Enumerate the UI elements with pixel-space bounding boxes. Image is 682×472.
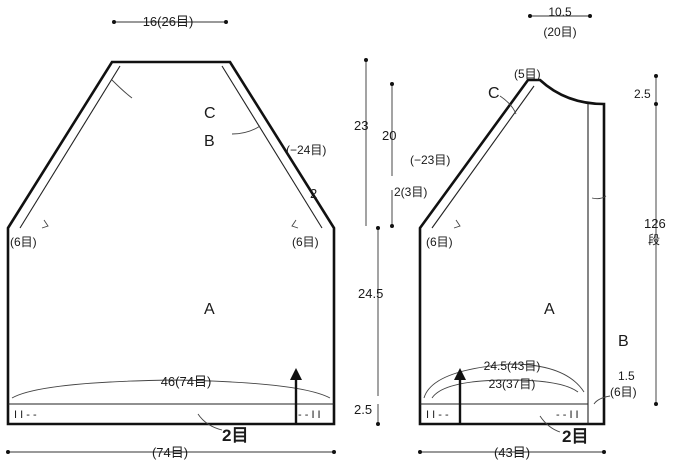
body-hem-count: 46(74目): [161, 374, 212, 389]
body-raglan-inner: 20: [382, 128, 396, 143]
front-inner-count-1: 24.5(43目): [484, 359, 541, 373]
body-width-top: 16(26目): [143, 14, 194, 29]
right-raglan-band: [221, 65, 323, 229]
marker-left: [41, 219, 49, 229]
front-label-c: C: [488, 85, 500, 102]
body-raglan-shaping: (−24目): [286, 143, 326, 157]
front-label-b: B: [618, 333, 629, 350]
front-pickup-leader: [539, 415, 561, 433]
body-raglan-height: 23: [354, 118, 368, 133]
front-hem-arc-2: [431, 379, 579, 399]
body-label-b: B: [204, 133, 215, 150]
front-outline: [418, 78, 606, 426]
body-label-c: C: [204, 105, 216, 122]
front-width-top: 10.5: [548, 5, 572, 19]
front-band-leader: [591, 195, 607, 200]
raglan-leader-b: [231, 125, 261, 135]
front-hem-arc-1: [423, 363, 585, 399]
body-ribbing-left: I I - -: [14, 409, 37, 421]
body-piece: 16(26目) C B (−24目) 2 (6目) (6目) A 46(74目)…: [6, 14, 427, 460]
body-underarm-right: (6目): [292, 235, 319, 249]
front-raglan-shaping: (−23目): [410, 153, 450, 167]
front-label-a: A: [544, 301, 555, 318]
front-band-height: 1.5: [618, 369, 635, 383]
pickup-leader: [197, 413, 223, 431]
front-raglan-band: [431, 85, 535, 229]
front-underarm: (6目): [426, 235, 453, 249]
body-ribbing-right: - - I I: [298, 409, 321, 421]
front-rows-count: 126: [644, 216, 666, 231]
front-rows-unit: 段: [648, 232, 660, 247]
front-width-bottom: (43目): [494, 445, 530, 460]
raglan-leader-left: [111, 79, 133, 99]
left-raglan-band: [19, 65, 121, 229]
front-top-margin: 2.5: [634, 87, 651, 101]
body-width-bottom: (74目): [152, 445, 188, 460]
front-width-top-stitches: (20目): [543, 25, 576, 39]
front-band-arc: [593, 395, 611, 405]
marker-right: [291, 219, 299, 229]
front-ribbing-left: I I - -: [426, 409, 449, 421]
front-neck-stitches: (5目): [514, 67, 541, 81]
front-marker: [453, 219, 461, 229]
front-ribbing-right: - - I I: [556, 409, 579, 421]
body-hem-height: 2.5: [354, 402, 372, 417]
body-label-a: A: [204, 301, 215, 318]
body-margin-top: 2: [310, 186, 317, 201]
body-underarm-left: (6目): [10, 235, 37, 249]
front-band-stitches: (6目): [610, 385, 637, 399]
body-pickup: 2目: [222, 426, 248, 445]
body-outline: [6, 60, 336, 426]
front-inner-count-2: 23(37目): [489, 377, 536, 391]
body-height: 24.5: [358, 286, 383, 301]
front-c-leader: [499, 95, 517, 115]
front-piece: 10.5 (20目) (5目) C (−23目) (6目) A B 2.5 12…: [410, 5, 666, 460]
body-underarm-shaping: 2(3目): [394, 185, 427, 199]
hem-arc: [11, 379, 331, 399]
front-pickup: 2目: [562, 427, 588, 446]
